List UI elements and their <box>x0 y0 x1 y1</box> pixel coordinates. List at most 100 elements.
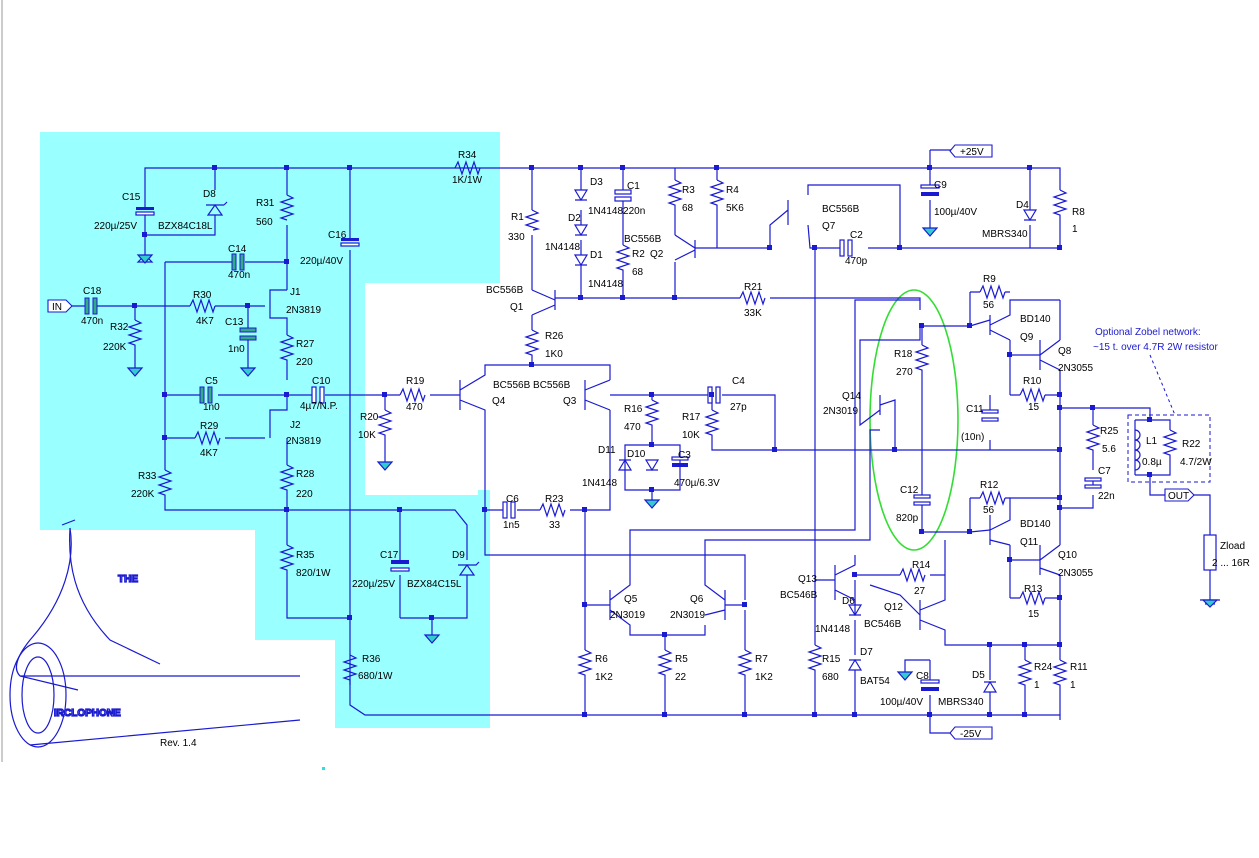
component-label: R23 <box>545 494 564 505</box>
component-label: BD140 <box>1020 314 1051 325</box>
component-label: Q10 <box>1058 550 1077 561</box>
component-label: 2N3019 <box>823 406 858 417</box>
vpos-flag <box>949 144 993 158</box>
component-label: R12 <box>980 480 999 491</box>
component-label: 33 <box>549 520 561 531</box>
component-label: BD140 <box>1020 519 1051 530</box>
component-label: Q12 <box>884 602 903 613</box>
component-label: 1K2 <box>755 672 773 683</box>
component-label: BC546B <box>864 619 902 630</box>
component-label: C7 <box>1098 466 1111 477</box>
component-label: R29 <box>200 421 219 432</box>
component-label: C13 <box>225 317 244 328</box>
component-label: D1 <box>590 250 603 261</box>
out-flag <box>1164 488 1195 502</box>
component-label: 100µ/40V <box>934 207 977 218</box>
component-label: R10 <box>1023 376 1042 387</box>
component-label: 1 <box>1070 680 1076 691</box>
component-label: 2N3019 <box>610 610 645 621</box>
component-label: 1N4148 <box>815 624 850 635</box>
component-label: 820/1W <box>296 568 331 579</box>
component-label: 470n <box>228 270 250 281</box>
component-label: 56 <box>983 505 995 516</box>
component-label: 10K <box>682 430 700 441</box>
component-label: 2N3055 <box>1058 568 1093 579</box>
component-label: Q9 <box>1020 332 1034 343</box>
component-label: J2 <box>290 420 301 431</box>
component-label: BC556B <box>486 285 524 296</box>
component-label: R31 <box>256 198 275 209</box>
component-label: Q5 <box>624 594 638 605</box>
component-label: 470µ/6.3V <box>674 478 720 489</box>
component-label: 2 ... 16R <box>1212 558 1250 569</box>
component-label: C5 <box>205 376 218 387</box>
component-label: D10 <box>627 449 646 460</box>
component-label: BC556B BC556B <box>493 380 571 391</box>
component-label: R18 <box>894 349 913 360</box>
component-label: R3 <box>682 185 695 196</box>
component-label: 2N3055 <box>1058 363 1093 374</box>
component-label: Q8 <box>1058 346 1072 357</box>
component-label: 680/1W <box>358 671 393 682</box>
component-label: BC546B <box>780 590 818 601</box>
component-label: BAT54 <box>860 676 890 687</box>
component-label: R27 <box>296 339 315 350</box>
component-label: 2N3819 <box>286 436 321 447</box>
in-flag <box>47 299 73 313</box>
zobel-box <box>1127 414 1211 483</box>
component-label: 10K <box>358 430 376 441</box>
component-label: 220K <box>131 489 155 500</box>
component-label: 4.7/2W <box>1180 457 1212 468</box>
component-label: Q11 <box>1020 537 1039 548</box>
logo-name: IRCLOPHONE <box>54 708 121 719</box>
component-label: 1 <box>1034 680 1040 691</box>
component-label: 68 <box>632 267 644 278</box>
component-label: R28 <box>296 469 315 480</box>
component-label: Q7 <box>822 221 836 232</box>
component-label: R15 <box>822 654 841 665</box>
component-label: D2 <box>568 213 581 224</box>
component-label: 2N3819 <box>286 305 321 316</box>
component-label: Q4 <box>492 396 506 407</box>
component-label: L1 <box>1146 436 1158 447</box>
component-label: 1N4148 <box>588 279 623 290</box>
component-label: 270 <box>896 367 913 378</box>
component-label: R11 <box>1070 662 1088 673</box>
component-label: R2 <box>632 249 645 260</box>
component-label: R30 <box>193 290 212 301</box>
component-label: 0.8µ <box>1142 457 1162 468</box>
component-label: R8 <box>1072 207 1085 218</box>
component-label: 2N3019 <box>670 610 705 621</box>
component-label: R16 <box>624 404 643 415</box>
resistors <box>127 160 1217 690</box>
component-label: R20 <box>360 412 379 423</box>
component-label: R24 <box>1034 662 1053 673</box>
logo-revision: Rev. 1.4 <box>160 738 197 749</box>
component-label: Q2 <box>650 249 664 260</box>
component-label: J1 <box>290 287 301 298</box>
component-label: 1n0 <box>203 402 220 413</box>
component-label: 100µ/40V <box>880 697 923 708</box>
component-label: MBRS340 <box>982 229 1028 240</box>
component-label: 470n <box>81 316 103 327</box>
component-label: 1K/1W <box>452 175 483 186</box>
junctions <box>132 165 1152 717</box>
component-label: 56 <box>983 300 995 311</box>
component-label: R26 <box>545 331 564 342</box>
component-label: 4K7 <box>200 448 218 459</box>
component-label: 5K6 <box>726 203 744 214</box>
component-label: D5 <box>972 670 985 681</box>
component-label: 560 <box>256 217 273 228</box>
logo-the: THE <box>118 574 138 585</box>
component-label: R19 <box>406 376 425 387</box>
component-label: 1 <box>1072 224 1078 235</box>
ground-symbols <box>126 227 1219 681</box>
component-label: C16 <box>328 230 347 241</box>
component-label: C4 <box>732 376 745 387</box>
component-label: C14 <box>228 244 247 255</box>
component-label: R32 <box>110 322 129 333</box>
component-label: D6 <box>842 596 855 607</box>
component-label: C12 <box>900 485 919 496</box>
component-label: Q13 <box>798 574 817 585</box>
component-label: 33K <box>744 308 762 319</box>
